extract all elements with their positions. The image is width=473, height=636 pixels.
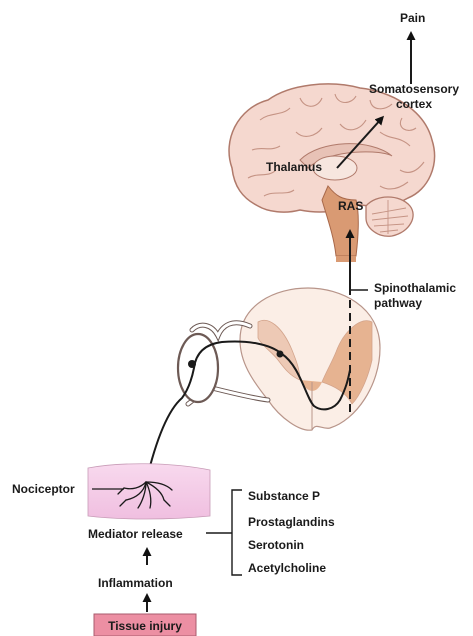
ganglion-cell-body [188, 360, 196, 368]
label-pathway: pathway [374, 296, 422, 310]
label-nociceptor: Nociceptor [12, 482, 75, 496]
label-inflammation: Inflammation [98, 576, 173, 590]
label-cortex: cortex [396, 97, 432, 111]
spinal-cord [240, 288, 380, 430]
mediator-item: Serotonin [248, 538, 304, 552]
synapse-dot [277, 351, 284, 358]
label-mediator-release: Mediator release [88, 527, 183, 541]
label-tissue-injury: Tissue injury [108, 619, 182, 633]
label-ras: RAS [338, 199, 363, 213]
label-spinothalamic: Spinothalamic [374, 281, 456, 295]
cerebellum [366, 197, 413, 236]
mediator-item: Substance P [248, 489, 320, 503]
label-thalamus: Thalamus [266, 160, 322, 174]
mediator-item: Prostaglandins [248, 515, 335, 529]
mediator-item: Acetylcholine [248, 561, 326, 575]
label-somatosensory: Somatosensory [369, 82, 459, 96]
label-pain: Pain [400, 11, 425, 25]
brainstem-base [336, 256, 356, 262]
mediator-bracket [232, 490, 242, 575]
